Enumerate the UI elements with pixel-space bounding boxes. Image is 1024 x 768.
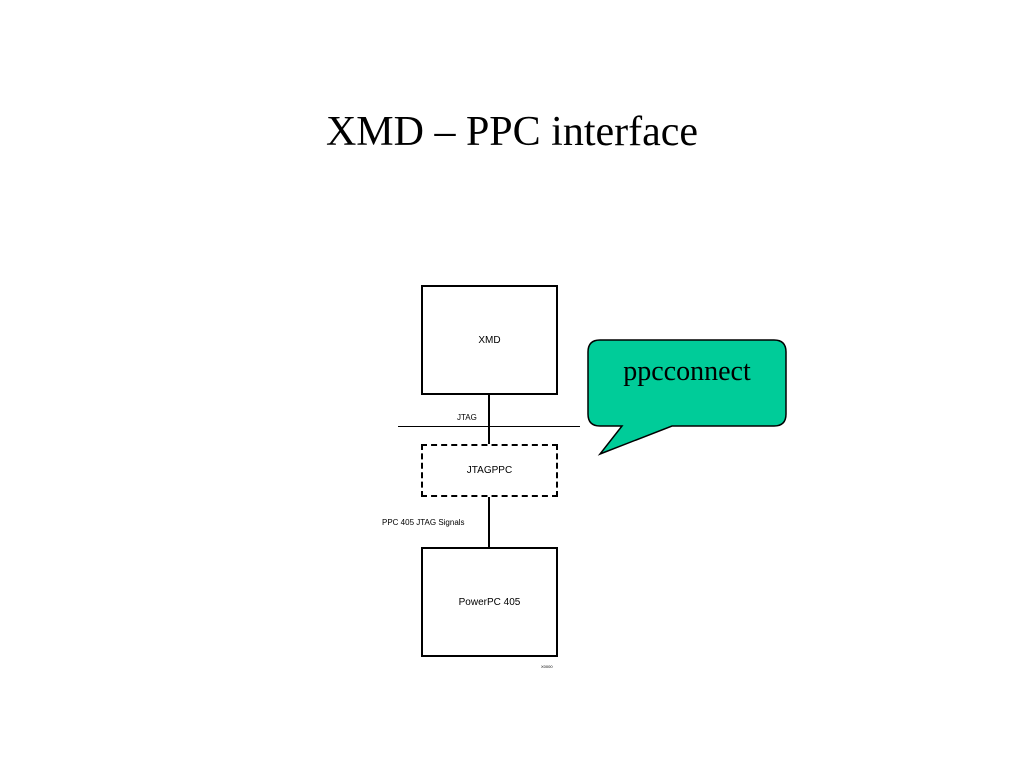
ppc-signals-connector xyxy=(488,497,490,547)
jtag-boundary-line xyxy=(398,426,580,427)
callout-text: ppcconnect xyxy=(623,356,751,387)
jtagppc-label: JTAGPPC xyxy=(466,465,513,476)
jtag-connector xyxy=(488,395,490,445)
powerpc-box: PowerPC 405 xyxy=(421,547,558,657)
figure-id-label: X0000 xyxy=(541,664,553,669)
ppc-signals-label: PPC 405 JTAG Signals xyxy=(382,518,465,527)
slide-title: XMD – PPC interface xyxy=(325,109,699,155)
xmd-box: XMD xyxy=(421,285,558,395)
jtagppc-box: JTAGPPC xyxy=(421,444,558,497)
callout-bubble xyxy=(587,339,787,456)
xmd-label: XMD xyxy=(478,334,501,346)
powerpc-label: PowerPC 405 xyxy=(458,596,521,608)
jtag-label: JTAG xyxy=(457,413,477,422)
